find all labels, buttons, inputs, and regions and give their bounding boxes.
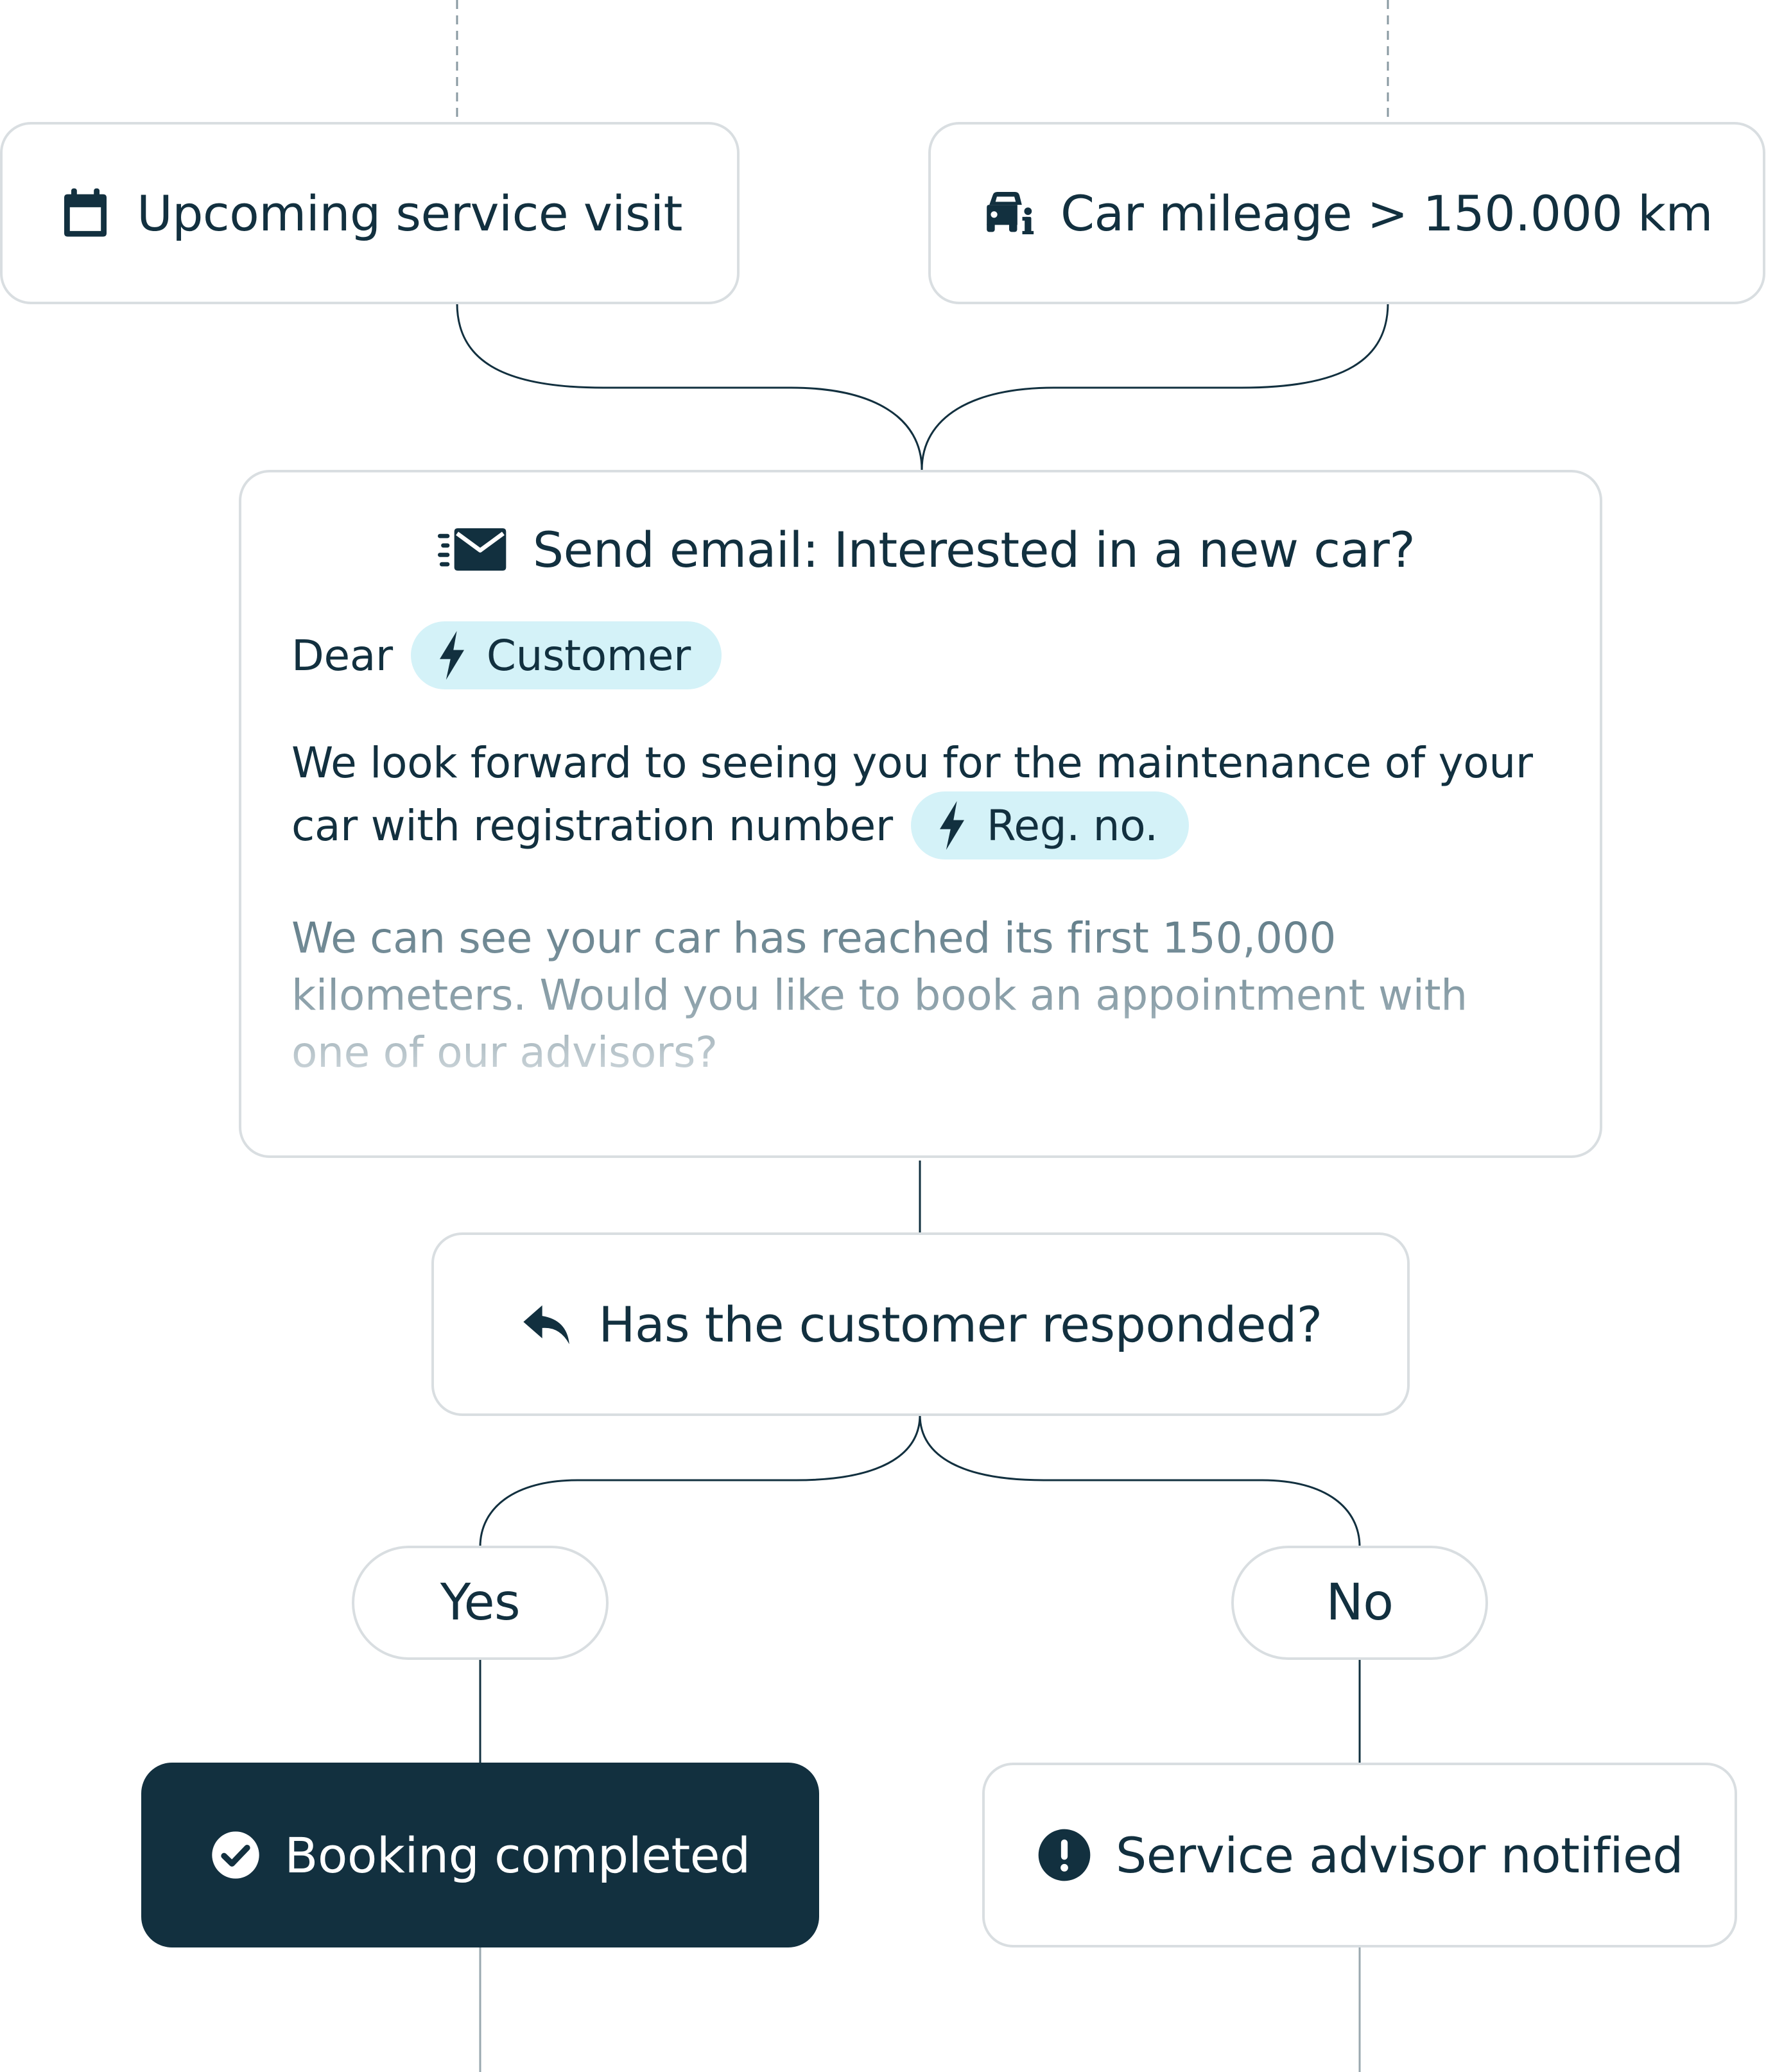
greeting-text: Dear [291, 630, 393, 680]
email-card-title: Send email: Interested in a new car? [291, 511, 1561, 588]
bolt-icon [439, 631, 464, 680]
condition-customer-responded[interactable]: Has the customer responded? [431, 1232, 1410, 1416]
paragraph-text: car with registration number [291, 800, 893, 850]
reg-no-variable-chip[interactable]: Reg. no. [910, 791, 1189, 859]
merge-curve-left [456, 302, 923, 471]
trigger-label: Upcoming service visit [137, 184, 682, 242]
merge-curve-right [921, 302, 1389, 471]
email-icon [437, 521, 508, 578]
paragraph-line: kilometers. Would you like to book an ap… [291, 971, 1467, 1020]
branch-curve-no [919, 1414, 1361, 1548]
paragraph-line: one of our advisors? [291, 1028, 718, 1077]
branch-label: Yes [440, 1574, 521, 1632]
bolt-icon [939, 801, 964, 850]
alert-circle-icon [1036, 1827, 1093, 1883]
outcome-label: Service advisor notified [1116, 1826, 1683, 1884]
paragraph-line: We can see your car has reached its firs… [291, 913, 1337, 963]
paragraph-line: car with registration number Reg. no. [291, 791, 1561, 859]
email-title-text: Send email: Interested in a new car? [532, 521, 1415, 578]
trigger-car-mileage[interactable]: Car mileage > 150.000 km [928, 122, 1765, 304]
reply-icon [519, 1296, 575, 1352]
email-greeting-line: Dear Customer [291, 621, 1561, 689]
outcome-service-advisor-notified[interactable]: Service advisor notified [982, 1763, 1737, 1947]
trigger-label: Car mileage > 150.000 km [1060, 184, 1713, 242]
check-circle-icon [210, 1829, 261, 1881]
email-body: Dear Customer We look forward to seeing … [291, 621, 1561, 1081]
email-paragraph-2: We can see your car has reached its firs… [291, 910, 1561, 1081]
customer-variable-chip[interactable]: Customer [410, 621, 722, 689]
calendar-icon [57, 185, 114, 241]
outcome-label: Booking completed [284, 1826, 750, 1884]
chip-label: Customer [486, 630, 691, 680]
trigger-upcoming-service-visit[interactable]: Upcoming service visit [0, 122, 740, 304]
chip-label: Reg. no. [986, 800, 1158, 850]
branch-no[interactable]: No [1231, 1546, 1488, 1660]
branch-label: No [1326, 1574, 1394, 1632]
car-info-icon [981, 185, 1037, 241]
outcome-booking-completed[interactable]: Booking completed [141, 1763, 819, 1947]
paragraph-line: We look forward to seeing you for the ma… [291, 738, 1533, 788]
branch-yes[interactable]: Yes [352, 1546, 609, 1660]
email-paragraph-1: We look forward to seeing you for the ma… [291, 734, 1561, 859]
send-email-card[interactable]: Send email: Interested in a new car? Dea… [239, 470, 1602, 1158]
branch-curve-yes [479, 1414, 921, 1548]
condition-label: Has the customer responded? [598, 1295, 1322, 1353]
